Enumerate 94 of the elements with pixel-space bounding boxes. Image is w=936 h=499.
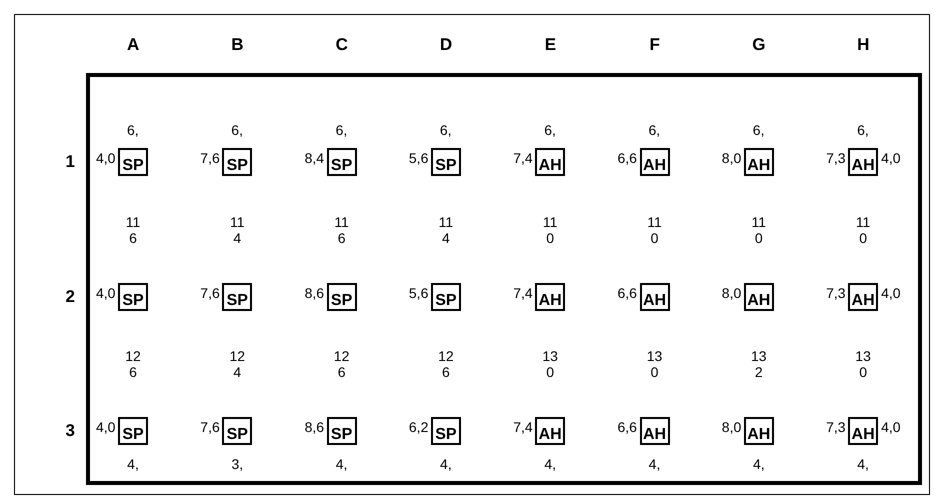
- value-label: 6,6: [618, 419, 637, 435]
- column-header: D: [440, 35, 452, 55]
- value-label: 7,4: [513, 150, 533, 166]
- code-box: SP: [326, 148, 357, 176]
- value-label: 13 0: [646, 348, 664, 380]
- value-label: 4,: [334, 456, 348, 472]
- code-box: AH: [535, 283, 566, 311]
- code-box: AH: [744, 417, 774, 445]
- value-label: 7,3: [826, 285, 846, 301]
- row-header: 2: [66, 287, 75, 307]
- value-label: 6,: [857, 122, 869, 138]
- value-label: 3,: [230, 456, 244, 472]
- code-box: AH: [744, 148, 774, 176]
- value-label: 7,4: [513, 419, 533, 435]
- code-box: SP: [326, 417, 357, 445]
- value-label: 11 4: [229, 214, 246, 246]
- code-box: SP: [222, 417, 252, 445]
- value-label: 12 6: [437, 348, 455, 380]
- value-label: 7,6: [200, 150, 220, 166]
- value-label: 12 6: [124, 348, 142, 380]
- value-label: 8,4: [304, 150, 324, 166]
- column-header: G: [752, 35, 766, 55]
- code-box: SP: [222, 148, 252, 176]
- value-label: 6,6: [618, 150, 637, 166]
- value-label: 12 4: [228, 348, 246, 380]
- value-label: 6,6: [618, 285, 637, 301]
- value-label: 7,6: [200, 285, 220, 301]
- value-label: 11 0: [542, 214, 558, 246]
- value-label: 8,0: [722, 285, 742, 301]
- value-label: 7,3: [826, 419, 846, 435]
- code-box: SP: [222, 283, 252, 311]
- column-header: H: [857, 35, 870, 55]
- row-header: 1: [66, 152, 75, 172]
- code-box: AH: [535, 148, 566, 176]
- code-box: AH: [535, 417, 566, 445]
- value-label: 7,3: [826, 150, 846, 166]
- value-label: 11 0: [750, 214, 768, 246]
- value-label: 6,: [648, 122, 660, 138]
- value-label: 4,0: [881, 150, 901, 166]
- value-label: 6,2: [408, 419, 428, 435]
- value-label: 8,6: [304, 419, 324, 435]
- code-box: SP: [430, 417, 461, 445]
- value-label: 8,6: [304, 285, 324, 301]
- code-box: AH: [848, 148, 878, 176]
- value-label: 7,6: [200, 419, 220, 435]
- code-box: SP: [118, 417, 148, 445]
- value-label: 6,: [231, 122, 243, 138]
- value-label: 4,: [439, 456, 453, 472]
- value-label: 4,: [856, 456, 870, 472]
- value-label: 6,: [544, 122, 556, 138]
- value-label: 5,6: [408, 285, 428, 301]
- code-box: AH: [640, 283, 670, 311]
- code-box: AH: [640, 148, 670, 176]
- value-label: 6,: [440, 122, 452, 138]
- code-box: SP: [326, 283, 357, 311]
- value-label: 11 0: [854, 214, 872, 246]
- value-label: 8,0: [722, 419, 742, 435]
- value-label: 4,0: [96, 419, 116, 435]
- value-label: 8,0: [722, 150, 742, 166]
- column-header: E: [544, 35, 556, 55]
- value-label: 11 6: [333, 214, 350, 246]
- value-label: 7,4: [513, 285, 533, 301]
- code-box: AH: [848, 417, 878, 445]
- value-label: 5,6: [408, 150, 428, 166]
- row-header: 3: [66, 421, 75, 441]
- code-box: SP: [118, 148, 148, 176]
- code-box: AH: [744, 283, 774, 311]
- code-box: AH: [848, 283, 878, 311]
- value-label: 6,: [752, 122, 764, 138]
- code-box: SP: [118, 283, 148, 311]
- column-header: C: [336, 35, 348, 55]
- code-box: AH: [640, 417, 670, 445]
- column-header: F: [650, 35, 660, 55]
- value-label: 11 6: [124, 214, 142, 246]
- value-label: 4,: [126, 456, 140, 472]
- value-label: 12 6: [332, 348, 350, 380]
- value-label: 4,0: [96, 285, 116, 301]
- value-label: 11 0: [646, 214, 663, 246]
- column-header: B: [231, 35, 244, 55]
- value-label: 4,0: [881, 419, 901, 435]
- value-label: 4,: [752, 456, 766, 472]
- value-label: 4,: [543, 456, 558, 472]
- value-label: 13 0: [541, 348, 559, 380]
- value-label: 6,: [127, 122, 139, 138]
- code-box: SP: [430, 283, 461, 311]
- column-header: A: [127, 35, 140, 55]
- value-label: 6,: [336, 122, 348, 138]
- value-label: 11 4: [438, 214, 454, 246]
- value-label: 13 2: [750, 348, 768, 380]
- value-label: 13 0: [854, 348, 872, 380]
- value-label: 4,: [648, 456, 662, 472]
- value-label: 4,0: [881, 285, 901, 301]
- value-label: 4,0: [96, 150, 116, 166]
- code-box: SP: [430, 148, 461, 176]
